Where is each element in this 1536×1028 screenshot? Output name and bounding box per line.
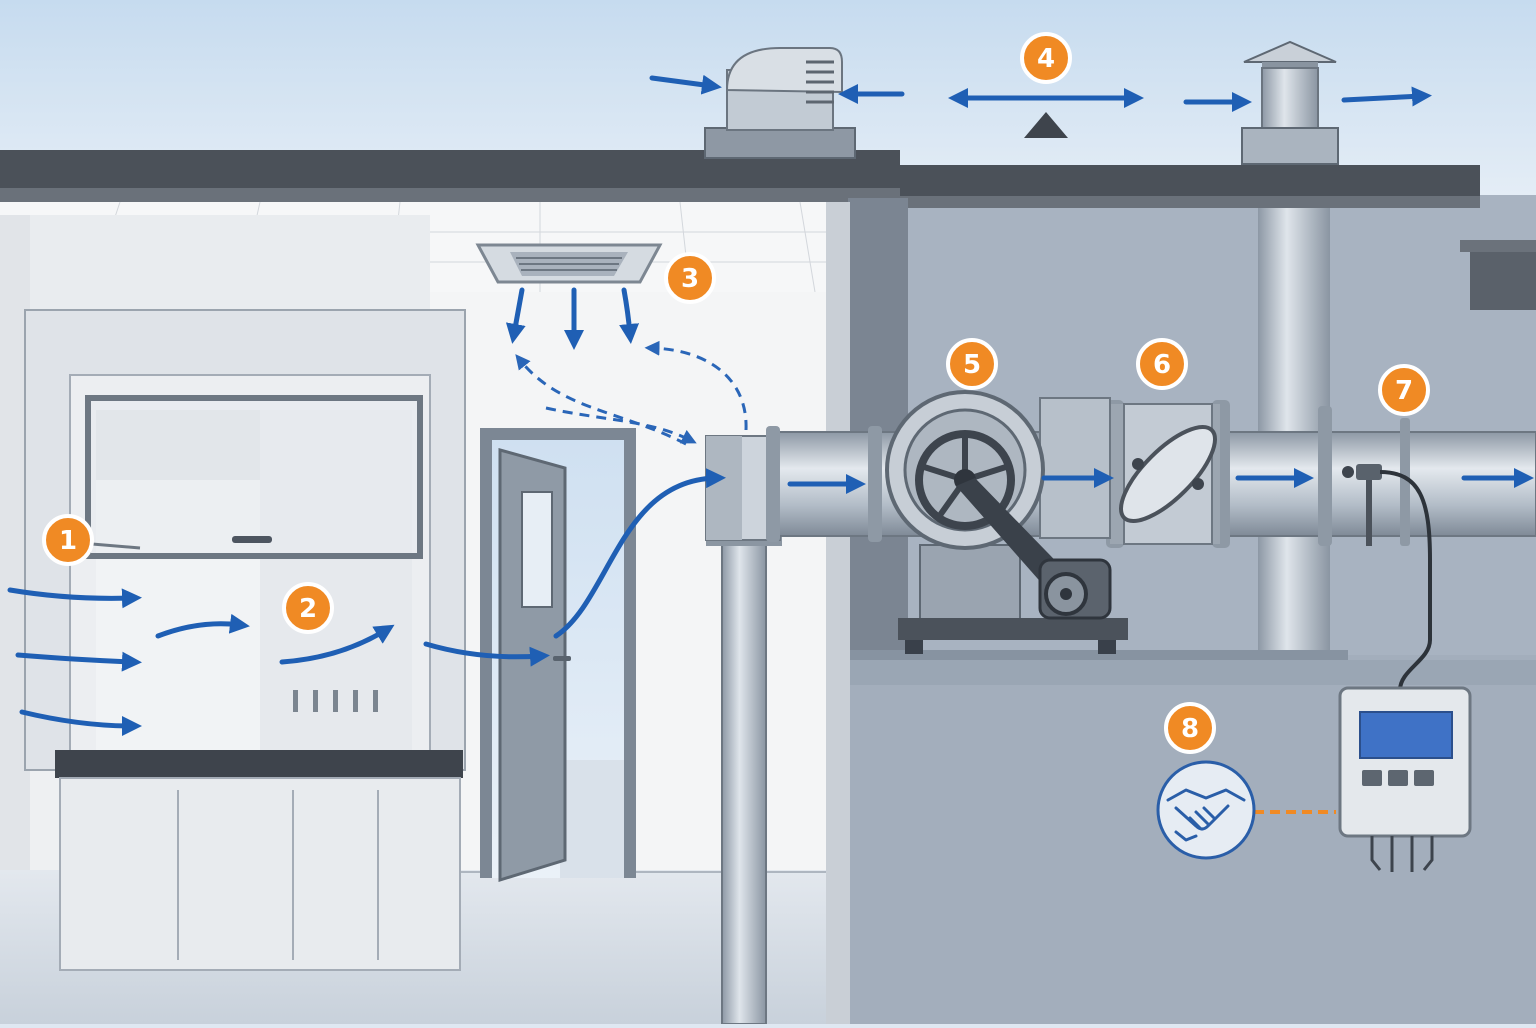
airflow-arrow bbox=[7, 587, 142, 609]
airflow-arrow bbox=[19, 709, 142, 736]
callout-exhaust-fan: 5 bbox=[946, 338, 998, 390]
door-handle[interactable] bbox=[553, 656, 571, 661]
supply-diffuser bbox=[475, 243, 663, 284]
controller-icon bbox=[1338, 686, 1472, 872]
callout-number: 4 bbox=[1037, 44, 1055, 74]
airflow-arrow bbox=[515, 354, 687, 446]
airflow-sensor bbox=[1342, 464, 1432, 691]
callout-number: 6 bbox=[1153, 350, 1171, 380]
airflow-arrow bbox=[619, 287, 640, 344]
callout-service-agreement: 8 bbox=[1164, 702, 1216, 754]
callout-leader-line bbox=[91, 542, 141, 550]
work-surface bbox=[55, 750, 463, 778]
airflow-arrow bbox=[649, 74, 722, 95]
callout-fume-hood-sash: 1 bbox=[42, 514, 94, 566]
baffle-slots bbox=[293, 690, 378, 712]
callout-badge bbox=[1164, 702, 1216, 754]
callout-badge bbox=[1020, 32, 1072, 84]
callout-badge bbox=[282, 582, 334, 634]
hood-sash[interactable] bbox=[85, 395, 423, 559]
sensor-probe-icon bbox=[1342, 464, 1382, 546]
airflow-arrow bbox=[155, 613, 250, 639]
airflow-arrow bbox=[423, 641, 550, 667]
callout-number: 7 bbox=[1395, 376, 1413, 406]
handshake-icon bbox=[1156, 760, 1256, 860]
callout-number: 8 bbox=[1181, 714, 1199, 744]
airflow-arrow bbox=[15, 651, 142, 672]
airflow-arrow bbox=[545, 406, 697, 444]
damper bbox=[1118, 403, 1218, 545]
roof-supply-intake bbox=[704, 47, 856, 159]
callout-number: 1 bbox=[59, 526, 77, 556]
callout-badge bbox=[664, 252, 716, 304]
callout-badge bbox=[1378, 364, 1430, 416]
airflow-arrow bbox=[1341, 86, 1432, 107]
room-air-arrows bbox=[515, 340, 748, 446]
lab-door bbox=[480, 428, 636, 883]
balance-icon bbox=[1024, 112, 1068, 138]
callout-number: 3 bbox=[681, 264, 699, 294]
callout-number: 5 bbox=[963, 350, 981, 380]
callout-air-balance: 4 bbox=[1020, 32, 1072, 84]
roof bbox=[0, 150, 1480, 650]
callout-airflow-sensor: 7 bbox=[1378, 364, 1430, 416]
airflow-arrows bbox=[7, 74, 1534, 736]
roof-exhaust-stack bbox=[1241, 40, 1339, 165]
damper-blade-icon bbox=[1118, 424, 1218, 524]
exhaust-fan bbox=[885, 390, 1128, 654]
callout-supply-diffuser: 3 bbox=[664, 252, 716, 304]
airflow-arrow bbox=[505, 287, 526, 344]
airflow-arrow bbox=[553, 468, 726, 639]
exhaust-riser bbox=[705, 435, 782, 1025]
callout-badge bbox=[946, 338, 998, 390]
callout-badge bbox=[42, 514, 94, 566]
fume-hood bbox=[24, 309, 466, 971]
callout-hood-airflow: 2 bbox=[282, 582, 334, 634]
callout-damper: 6 bbox=[1136, 338, 1188, 390]
airflow-arrow bbox=[644, 340, 748, 431]
callout-badge bbox=[1136, 338, 1188, 390]
airflow-arrow bbox=[279, 624, 395, 665]
callout-layer: 1 2 3 4 5 6 7 8 bbox=[42, 32, 1430, 754]
callout-number: 2 bbox=[299, 594, 317, 624]
